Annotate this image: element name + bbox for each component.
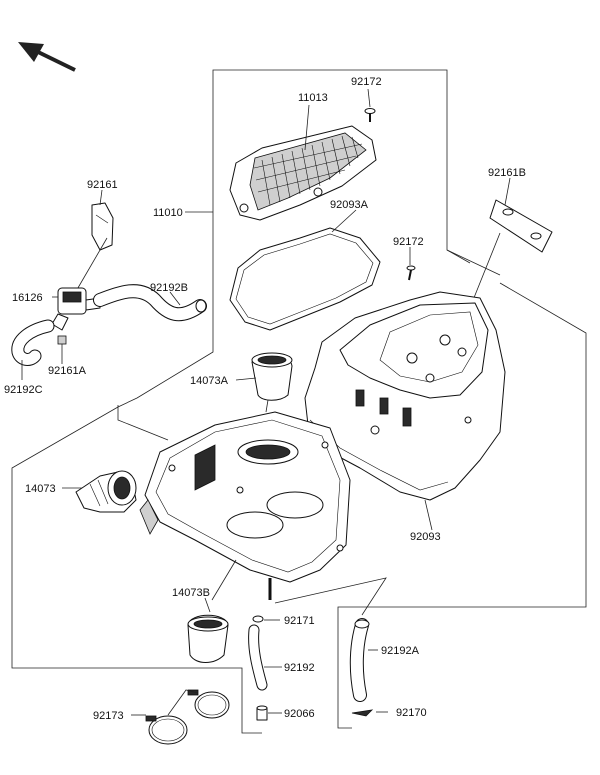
label-92192B: 92192B (150, 282, 188, 294)
label-14073: 14073 (25, 483, 56, 495)
screw-92172-mid (406, 265, 416, 281)
screw-92172-top (364, 108, 376, 122)
front-direction-arrow-icon (18, 42, 76, 72)
plug-92066 (256, 705, 268, 721)
label-11013: 11013 (298, 92, 328, 104)
label-92170: 92170 (396, 707, 427, 719)
rubber-block-92161 (91, 202, 114, 251)
label-92172-mid: 92172 (393, 236, 424, 248)
label-92093: 92093 (410, 531, 441, 543)
duct-14073B (187, 614, 229, 663)
pad-92161B (489, 199, 553, 253)
label-16126: 16126 (12, 292, 43, 304)
label-92171: 92171 (284, 615, 315, 627)
air-filter-element-11013 (229, 125, 377, 221)
upper-housing-92093 (304, 291, 506, 501)
label-92161: 92161 (87, 179, 118, 191)
label-11010: 11010 (153, 207, 183, 219)
hose-92192B (93, 284, 207, 322)
label-92173: 92173 (93, 710, 124, 722)
lower-housing (139, 411, 351, 583)
valve-16126 (51, 287, 101, 331)
label-92172-top: 92172 (351, 76, 382, 88)
hose-92192C (11, 319, 55, 366)
label-92066: 92066 (284, 708, 315, 720)
hose-92192A (349, 618, 370, 702)
clip-92170 (351, 709, 374, 717)
label-92192A: 92192A (381, 645, 420, 657)
pad-92161A (57, 335, 67, 345)
assembly-bracket-lines (11, 69, 587, 734)
duct-14073A (251, 352, 293, 401)
label-92161A: 92161A (48, 365, 87, 377)
label-92093A: 92093A (330, 199, 369, 211)
gasket-92093A (229, 227, 381, 331)
label-92192: 92192 (284, 662, 315, 674)
label-92161B: 92161B (488, 167, 526, 179)
clamp-92173 (145, 689, 230, 745)
label-14073A: 14073A (190, 375, 229, 387)
clip-92171 (252, 578, 272, 623)
duct-14073 (75, 470, 137, 513)
label-14073B: 14073B (172, 587, 210, 599)
label-92192C: 92192C (4, 384, 43, 396)
hose-92192 (248, 624, 268, 691)
